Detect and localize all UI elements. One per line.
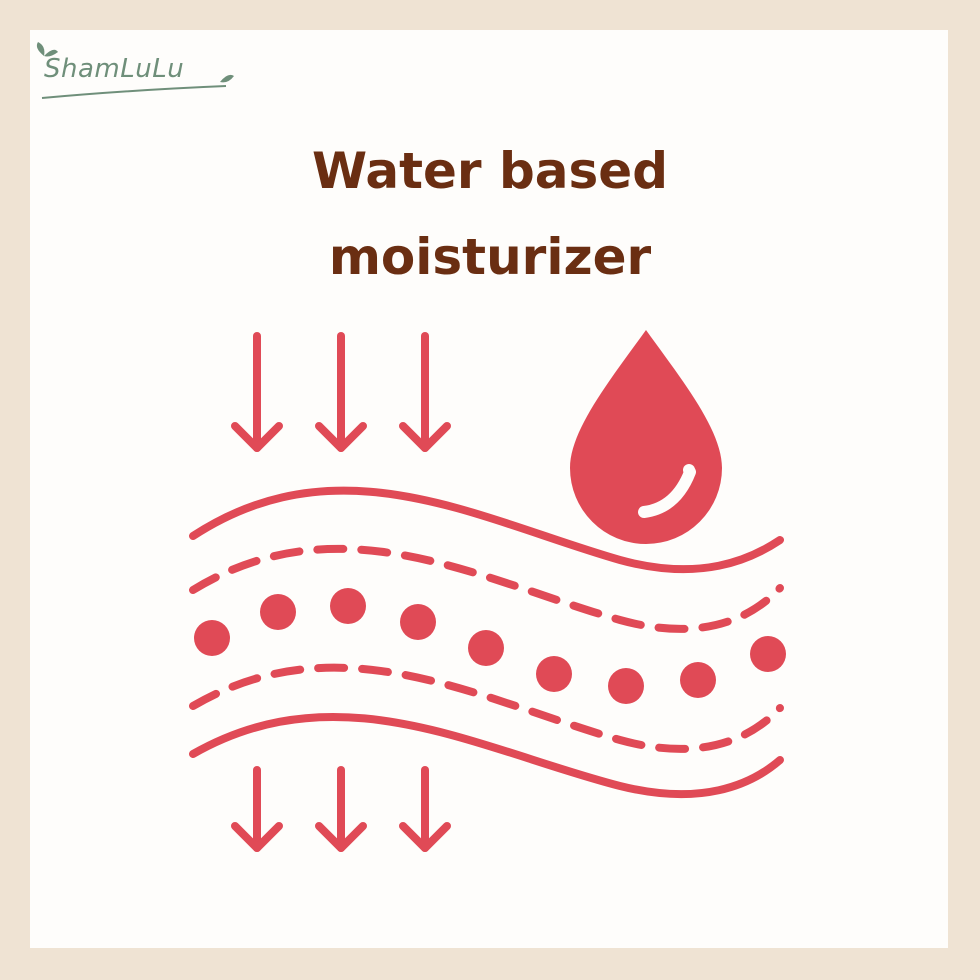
page-title: Water based moisturizer [0, 128, 980, 300]
skin-layers-icon [189, 486, 784, 799]
down-arrow-icon [231, 332, 283, 452]
down-arrow-icon [399, 332, 451, 452]
down-arrow-icon [315, 332, 367, 452]
down-arrow-icon [315, 766, 367, 852]
title-line-1: Water based [312, 142, 668, 200]
brand-name: ShamLuLu [44, 54, 185, 84]
card [30, 30, 948, 948]
down-arrow-icon [399, 766, 451, 852]
brand-logo: ShamLuLu [30, 38, 240, 108]
title-line-2: moisturizer [328, 228, 652, 286]
skin-dots [194, 588, 786, 704]
down-arrow-icon [231, 766, 283, 852]
water-drop-icon [570, 330, 722, 544]
leaf-icon [36, 42, 234, 99]
